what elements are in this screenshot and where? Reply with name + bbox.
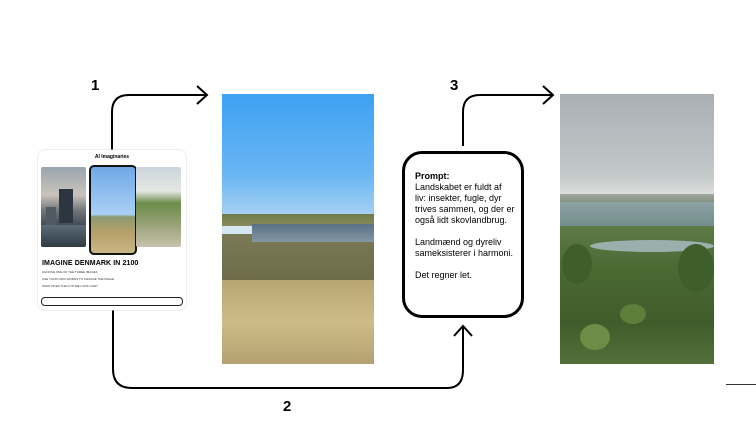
arrow-3 [462, 94, 552, 146]
arrow-1 [111, 94, 206, 150]
prompt-paragraph: Landskabet er fuldt af liv: insekter, fu… [415, 182, 515, 225]
app-heading: IMAGINE DENMARK IN 2100 [42, 260, 139, 267]
app-title: AI Imaginaries [94, 154, 130, 160]
instruction-line: WHAT DOES THE FUTURE LOOK LIKE? [42, 284, 98, 288]
prompt-paragraph: Landmænd og dyreliv sameksisterer i harm… [415, 237, 514, 258]
step-number-3: 3 [450, 77, 459, 94]
thumbnail-coast-dunes[interactable] [136, 167, 181, 247]
thumbnail-city-harbour[interactable] [41, 167, 86, 247]
arrow-2-head [453, 324, 473, 337]
arrow-1-head [196, 85, 209, 105]
prompt-title: Prompt: [415, 171, 450, 181]
instruction-line: USE YOUR OWN WORDS TO CHANGE THE IMAGE [42, 277, 114, 281]
app-screen-mockup: AI Imaginaries IMAGINE DENMARK IN 2100 C… [38, 150, 186, 310]
step-number-1: 1 [91, 77, 100, 94]
generated-landscape-image [560, 94, 714, 364]
arrow-2 [112, 310, 464, 389]
step-number-2: 2 [283, 398, 292, 415]
divider-line [726, 384, 756, 385]
wetland-photo [222, 94, 374, 364]
prompt-input[interactable] [41, 297, 183, 306]
prompt-box: Prompt: Landskabet er fuldt af liv: inse… [402, 151, 524, 318]
arrow-3-head [542, 85, 555, 105]
thumbnail-wetland-selected[interactable] [89, 165, 137, 255]
instruction-line: CHOOSE ONE OF THE THREE IMAGES [42, 270, 98, 274]
prompt-paragraph: Det regner let. [415, 270, 473, 280]
